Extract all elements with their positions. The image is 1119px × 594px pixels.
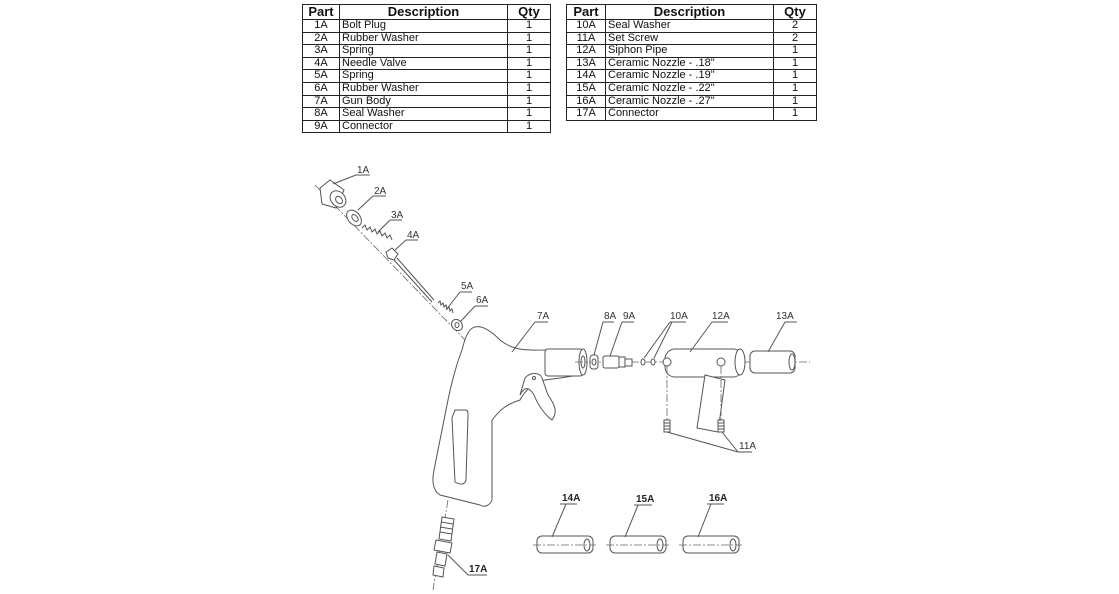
part-10a-seal-washers: 10A bbox=[640, 311, 688, 366]
callout-12a: 12A bbox=[712, 311, 730, 322]
part-qty: 1 bbox=[773, 107, 817, 121]
table-header-row: Part Description Qty bbox=[302, 4, 551, 20]
part-14a-ceramic-nozzle: 14A bbox=[533, 493, 596, 554]
table-header-row: Part Description Qty bbox=[566, 4, 817, 20]
callout-1a: 1A bbox=[357, 165, 370, 176]
part-17a-connector: 17A bbox=[432, 499, 487, 591]
part-9a-connector: 9A bbox=[602, 311, 636, 369]
axis-needle bbox=[314, 184, 471, 346]
part-number: 17A bbox=[566, 107, 606, 121]
callout-16a: 16A bbox=[709, 493, 727, 504]
callout-17a: 17A bbox=[469, 564, 487, 575]
callout-15a: 15A bbox=[636, 494, 654, 505]
part-2a-rubber-washer: 2A bbox=[346, 186, 387, 227]
part-qty: 1 bbox=[773, 56, 817, 71]
callout-10a: 10A bbox=[670, 311, 688, 322]
part-6a-rubber-washer: 6A bbox=[451, 295, 489, 332]
part-qty: 1 bbox=[507, 69, 551, 83]
part-3a-spring: 3A bbox=[361, 210, 404, 241]
part-11a-set-screws: 11A bbox=[663, 419, 756, 453]
part-4a-needle-valve: 4A bbox=[385, 230, 435, 303]
part-16a-ceramic-nozzle: 16A bbox=[679, 493, 742, 554]
part-12a-siphon-pipe: 12A bbox=[662, 311, 746, 433]
callout-2a: 2A bbox=[374, 186, 387, 197]
part-7a-gun-body: 7A bbox=[432, 311, 588, 507]
part-13a-ceramic-nozzle: 13A bbox=[749, 311, 797, 374]
part-15a-ceramic-nozzle: 15A bbox=[606, 494, 669, 554]
callout-5a: 5A bbox=[461, 281, 474, 292]
header-qty: Qty bbox=[773, 4, 817, 20]
callout-9a: 9A bbox=[623, 311, 636, 322]
callout-11a: 11A bbox=[739, 441, 756, 452]
header-description: Description bbox=[605, 4, 774, 20]
callout-14a: 14A bbox=[562, 493, 580, 504]
callout-6a: 6A bbox=[476, 295, 489, 306]
callout-13a: 13A bbox=[776, 311, 794, 322]
callout-8a: 8A bbox=[604, 311, 617, 322]
part-description: Connector bbox=[605, 107, 774, 121]
part-qty: 1 bbox=[507, 119, 551, 134]
part-qty: 1 bbox=[773, 44, 817, 58]
part-5a-spring: 5A bbox=[437, 281, 474, 314]
part-1a-bolt-plug: 1A bbox=[319, 165, 370, 209]
callout-3a: 3A bbox=[391, 210, 404, 221]
header-part: Part bbox=[302, 4, 340, 20]
header-qty: Qty bbox=[507, 4, 551, 20]
callout-4a: 4A bbox=[407, 230, 420, 241]
callout-7a: 7A bbox=[537, 311, 550, 322]
part-8a-seal-washer: 8A bbox=[589, 311, 617, 370]
